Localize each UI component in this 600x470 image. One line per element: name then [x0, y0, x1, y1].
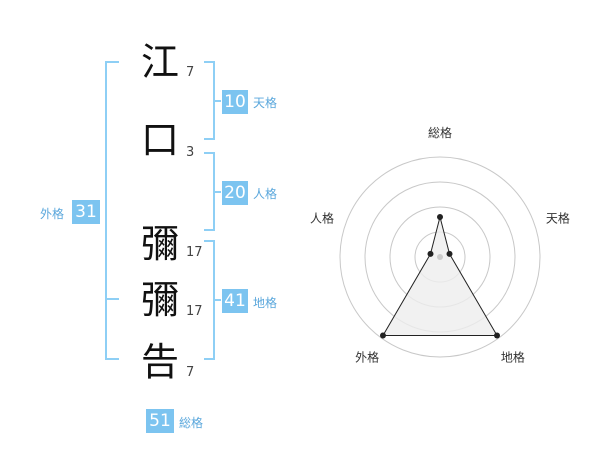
stroke-count-5: 7 — [186, 365, 195, 380]
soukaku-label: 総格 — [179, 416, 204, 430]
radar-axis-label-3: 地格 — [501, 349, 525, 364]
name-char-2: 口 — [140, 118, 179, 162]
radar-center-dot — [437, 254, 443, 260]
chikaku-tick — [213, 299, 221, 301]
radar-polygon — [382, 216, 498, 336]
gaikaku-bracket — [105, 61, 119, 360]
gaikaku-value-badge: 31 — [72, 200, 100, 224]
radar-axis-label-2: 天格 — [546, 211, 570, 226]
radar-point-5 — [427, 250, 434, 257]
jinkaku-value-badge: 20 — [222, 181, 248, 205]
gaikaku-inner-tick — [105, 298, 119, 300]
name-char-3: 彌 — [140, 222, 179, 266]
stroke-count-1: 7 — [186, 65, 195, 80]
radar-point-2 — [446, 250, 453, 257]
jinkaku-label: 人格 — [253, 187, 278, 201]
name-char-5: 告 — [140, 340, 179, 384]
name-char-1: 江 — [140, 40, 179, 84]
chikaku-label: 地格 — [253, 296, 278, 310]
radar-points — [379, 214, 501, 339]
radar-point-3 — [494, 332, 501, 339]
radar-point-1 — [437, 214, 443, 220]
tenkaku-label: 天格 — [253, 96, 278, 110]
radar-ring-4 — [339, 156, 541, 358]
chikaku-value-badge: 41 — [222, 289, 248, 313]
stroke-count-3: 17 — [186, 245, 203, 260]
radar-axis-label-4: 外格 — [355, 349, 379, 364]
soukaku-value-badge: 51 — [146, 409, 174, 433]
name-char-4: 彌 — [140, 278, 179, 322]
gaikaku-label: 外格 — [40, 207, 65, 221]
jinkaku-tick — [213, 191, 221, 193]
radar-axis-label-5: 人格 — [310, 211, 334, 226]
tenkaku-value-badge: 10 — [222, 90, 248, 114]
radar-axis-label-1: 総格 — [428, 125, 452, 140]
radar-point-4 — [379, 332, 386, 339]
stroke-count-4: 17 — [186, 304, 203, 319]
stroke-count-2: 3 — [186, 145, 195, 160]
radar-shape — [382, 216, 498, 336]
tenkaku-tick — [213, 100, 221, 102]
